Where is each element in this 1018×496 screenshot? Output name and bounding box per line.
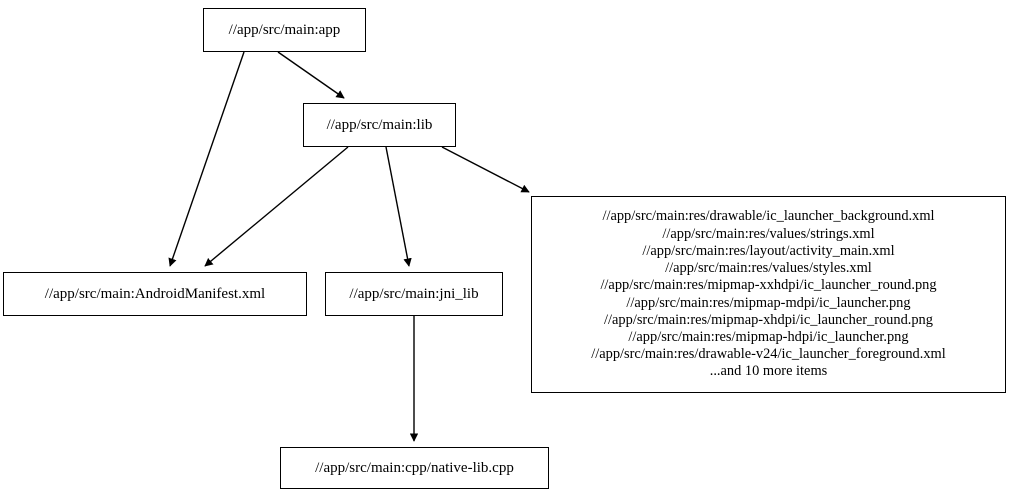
edge-lib-to-manifest: [204, 146, 349, 267]
graph-node-app-label: //app/src/main:app: [228, 21, 341, 38]
graph-node-res-group[interactable]: //app/src/main:res/drawable/ic_launcher_…: [531, 196, 1006, 393]
graph-node-res-group-line-0: //app/src/main:res/drawable/ic_launcher_…: [602, 208, 935, 225]
graph-node-res-group-line-2: //app/src/main:res/layout/activity_main.…: [642, 242, 895, 259]
graph-node-android-manifest[interactable]: //app/src/main:AndroidManifest.xml: [3, 272, 307, 316]
graph-node-jni-lib-label: //app/src/main:jni_lib: [349, 285, 479, 302]
graph-node-lib-label: //app/src/main:lib: [326, 116, 433, 133]
graph-node-res-group-label-list: //app/src/main:res/drawable/ic_launcher_…: [538, 208, 999, 380]
graph-node-res-group-line-1: //app/src/main:res/values/strings.xml: [662, 225, 875, 242]
graph-node-native-lib-cpp-label: //app/src/main:cpp/native-lib.cpp: [315, 459, 514, 476]
graph-node-res-group-line-8: //app/src/main:res/drawable-v24/ic_launc…: [591, 346, 946, 363]
graph-node-res-group-line-4: //app/src/main:res/mipmap-xxhdpi/ic_laun…: [600, 277, 937, 294]
edge-lib-to-res-group: [441, 146, 530, 193]
edge-app-to-manifest: [168, 51, 245, 267]
graph-node-native-lib-cpp[interactable]: //app/src/main:cpp/native-lib.cpp: [280, 447, 549, 489]
graph-node-lib[interactable]: //app/src/main:lib: [303, 103, 456, 147]
graph-node-jni-lib[interactable]: //app/src/main:jni_lib: [325, 272, 503, 316]
edge-lib-to-jni-lib: [385, 146, 412, 267]
graph-node-res-group-line-9: ...and 10 more items: [709, 363, 828, 380]
graph-node-res-group-line-7: //app/src/main:res/mipmap-hdpi/ic_launch…: [628, 328, 909, 345]
graph-node-android-manifest-label: //app/src/main:AndroidManifest.xml: [44, 285, 266, 302]
graph-node-res-group-line-6: //app/src/main:res/mipmap-xhdpi/ic_launc…: [604, 311, 933, 328]
graph-node-res-group-line-3: //app/src/main:res/values/styles.xml: [665, 260, 872, 277]
graph-node-res-group-line-5: //app/src/main:res/mipmap-mdpi/ic_launch…: [626, 294, 911, 311]
edge-app-to-lib: [277, 51, 345, 99]
graph-node-app[interactable]: //app/src/main:app: [203, 8, 366, 52]
